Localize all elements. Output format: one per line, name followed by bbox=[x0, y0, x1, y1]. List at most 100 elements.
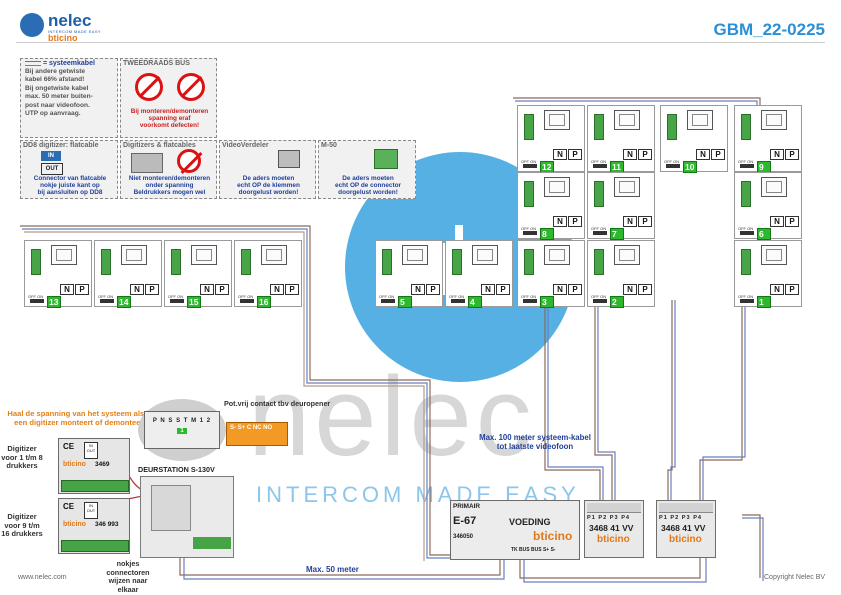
terminal-block bbox=[741, 249, 751, 275]
cable-psu-splitters-b bbox=[523, 556, 707, 583]
unit-number: 2 bbox=[610, 296, 624, 308]
monitor-icon bbox=[261, 245, 287, 265]
n-label: N bbox=[770, 216, 784, 227]
digitizer-code: 3469 bbox=[95, 461, 110, 468]
p-label: P bbox=[785, 149, 799, 160]
switch-label: OFF ON bbox=[238, 294, 254, 299]
p-label: P bbox=[568, 149, 582, 160]
dip-switch bbox=[740, 299, 754, 303]
terminal-block bbox=[594, 249, 604, 275]
document-code: GBM_22-0225 bbox=[713, 20, 825, 39]
n-label: N bbox=[553, 216, 567, 227]
splitter-code: 3468 41 VV bbox=[589, 523, 634, 533]
info-line: echt OP de connector bbox=[335, 182, 401, 190]
terminal-block bbox=[594, 181, 604, 207]
psu-model: E-67 bbox=[453, 515, 477, 527]
p-label: P bbox=[711, 149, 725, 160]
n-label: N bbox=[553, 284, 567, 295]
website-url: www.nelec.com bbox=[18, 574, 67, 581]
dip-switch bbox=[740, 164, 754, 168]
info-line: UTP op aanvraag. bbox=[25, 110, 81, 118]
no-power-icon bbox=[177, 149, 201, 173]
dip-switch bbox=[100, 299, 114, 303]
n-label: N bbox=[623, 149, 637, 160]
n-label: N bbox=[200, 284, 214, 295]
switch-label: OFF ON bbox=[591, 159, 607, 164]
dip-switch bbox=[593, 164, 607, 168]
dip-switch bbox=[666, 164, 680, 168]
p-label: P bbox=[638, 149, 652, 160]
info-title: DD8 digitizer: flatcable bbox=[23, 142, 99, 149]
max-100-note: Max. 100 meter systeem-kabel tot laatste… bbox=[479, 433, 591, 452]
terminal-block bbox=[382, 249, 392, 275]
unit-number: 8 bbox=[540, 228, 554, 240]
p-label: P bbox=[285, 284, 299, 295]
monitor-icon bbox=[614, 245, 640, 265]
brand-label: bticino bbox=[63, 521, 86, 528]
n-label: N bbox=[770, 284, 784, 295]
info-line: echt OP de klemmen bbox=[237, 182, 300, 190]
monitor-icon bbox=[191, 245, 217, 265]
info-line: De aders moeten bbox=[242, 175, 295, 182]
unit-number: 15 bbox=[187, 296, 201, 308]
ce-mark: CE bbox=[63, 502, 75, 511]
dip-switch bbox=[523, 164, 537, 168]
cable-col-1 bbox=[544, 300, 601, 500]
connector-detail: P N S S T M 1 2 1 bbox=[138, 399, 226, 461]
switch-label: OFF ON bbox=[521, 226, 537, 231]
monitor-icon bbox=[544, 110, 570, 130]
n-label: N bbox=[130, 284, 144, 295]
videoverdeler-2: P1 P2 P3 P4 3468 41 VV bticino bbox=[656, 500, 716, 558]
warning-note: Haal de spanning van het systeem als je … bbox=[7, 409, 153, 427]
header-divider bbox=[16, 42, 825, 43]
monitor-icon bbox=[761, 245, 787, 265]
dip-switch bbox=[451, 299, 465, 303]
monitor-icon bbox=[614, 110, 640, 130]
cable-col-3 bbox=[594, 300, 613, 500]
info-line: Beldrukkers mogen wel bbox=[133, 189, 206, 197]
unit-number: 7 bbox=[610, 228, 624, 240]
terminal-strip bbox=[61, 480, 129, 492]
switch-label: OFF ON bbox=[664, 159, 680, 164]
n-label: N bbox=[696, 149, 710, 160]
p-label: P bbox=[75, 284, 89, 295]
logo-brand: bticino bbox=[48, 33, 78, 43]
m50-connector-icon bbox=[374, 149, 398, 169]
info-line: onder spanning bbox=[145, 182, 194, 190]
info-line: post naar videofoon. bbox=[25, 101, 90, 109]
unit-number: 14 bbox=[117, 296, 131, 308]
max-50-note: Max. 50 meter bbox=[306, 565, 359, 574]
n-label: N bbox=[481, 284, 495, 295]
unit-number: 6 bbox=[757, 228, 771, 240]
switch-label: OFF ON bbox=[98, 294, 114, 299]
cable-left-row-c bbox=[24, 231, 425, 561]
cable-col-5 bbox=[667, 300, 673, 500]
videoverdeler-1: P1 P2 P3 P4 3468 41 VV bticino bbox=[584, 500, 644, 558]
p-label: P bbox=[568, 284, 582, 295]
n-label: N bbox=[553, 149, 567, 160]
monitor-icon bbox=[121, 245, 147, 265]
monitor-icon bbox=[614, 177, 640, 197]
voeding-e67: PRIMAIR E-67 VOEDING bticino 346050 TK B… bbox=[450, 500, 580, 560]
cable-col-7 bbox=[699, 300, 743, 500]
p-label: P bbox=[568, 216, 582, 227]
out-label: OUT bbox=[41, 163, 63, 175]
splitter-brand: bticino bbox=[669, 534, 702, 545]
